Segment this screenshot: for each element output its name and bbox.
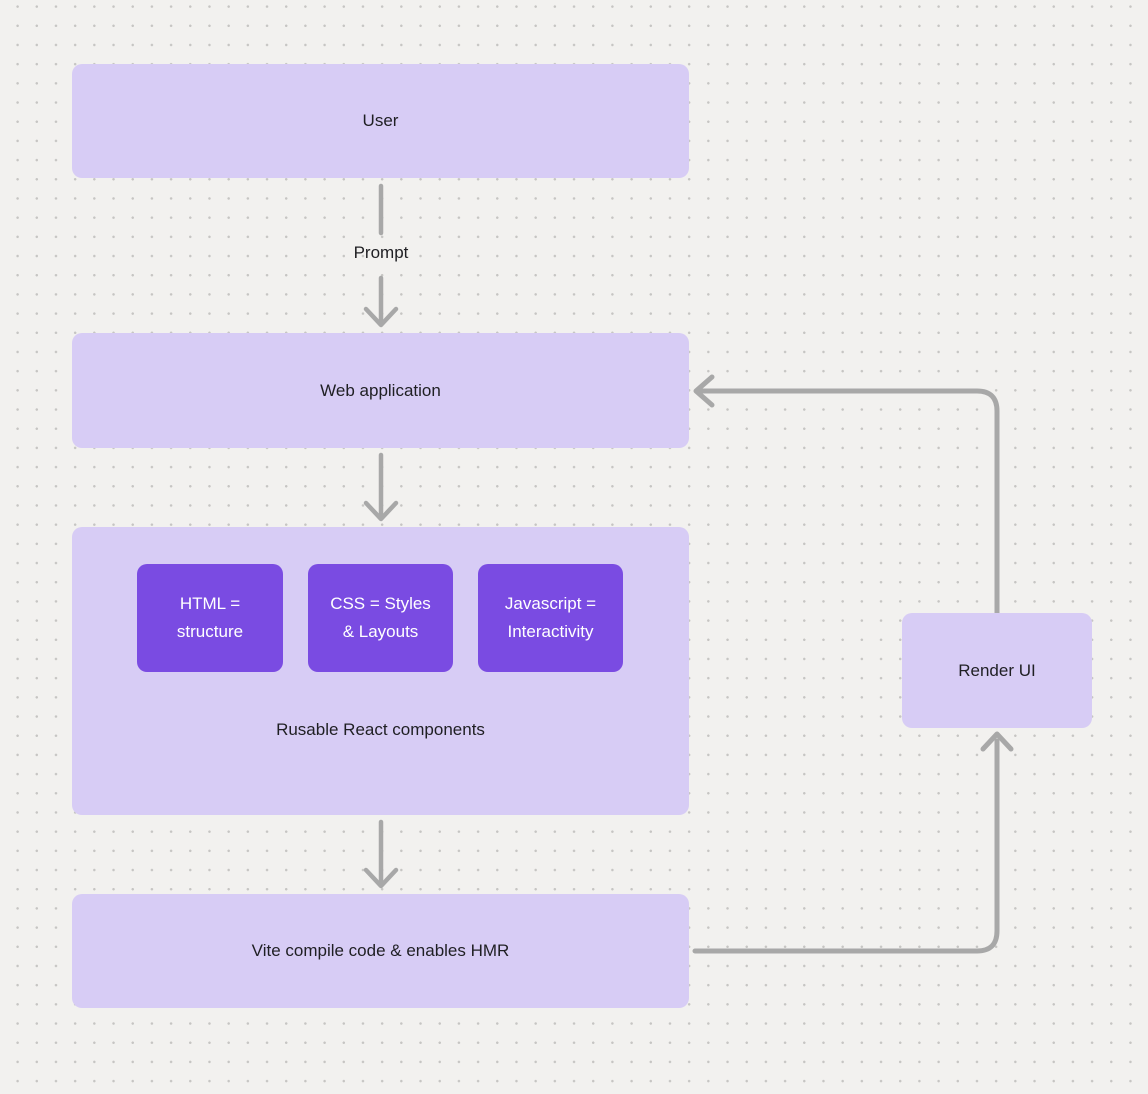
- arrow-components-to-vite: [363, 819, 399, 889]
- arrow-webapp-to-components: [363, 452, 399, 522]
- node-css-label: CSS = Styles & Layouts: [330, 594, 431, 641]
- edge-label-prompt: Prompt: [353, 243, 409, 262]
- arrow-vite-to-renderui: [692, 731, 1014, 954]
- components-group-caption: Rusable React components: [276, 720, 485, 739]
- arrow-renderui-to-webapp: [693, 374, 1000, 616]
- node-components-group: HTML = structure CSS = Styles & Layouts …: [72, 527, 689, 815]
- node-javascript: Javascript = Interactivity: [478, 564, 623, 672]
- node-html: HTML = structure: [137, 564, 283, 672]
- arrow-user-to-webapp: [363, 183, 399, 328]
- node-html-label: HTML = structure: [176, 594, 244, 641]
- node-javascript-label: Javascript = Interactivity: [504, 594, 597, 641]
- node-user-label: User: [362, 111, 399, 130]
- node-render-ui: Render UI: [902, 613, 1092, 728]
- node-vite-label: Vite compile code & enables HMR: [251, 941, 510, 960]
- node-web-application-label: Web application: [320, 380, 441, 400]
- node-css: CSS = Styles & Layouts: [308, 564, 453, 672]
- node-vite: Vite compile code & enables HMR: [72, 894, 689, 1008]
- node-render-ui-label: Render UI: [958, 660, 1036, 680]
- node-web-application: Web application: [72, 333, 689, 448]
- node-user: User: [72, 64, 689, 178]
